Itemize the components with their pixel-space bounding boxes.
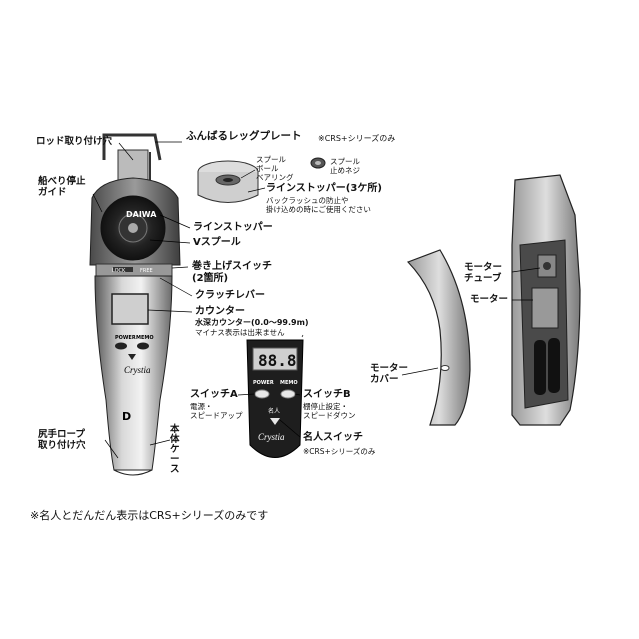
label-motor: モーター — [470, 294, 509, 305]
label-motor-tube: モーター チューブ — [464, 262, 503, 284]
label-line-stopper-3: ラインストッパー(3ケ所) — [266, 183, 382, 194]
svg-text:Crystia: Crystia — [124, 365, 151, 375]
motor-case — [406, 174, 581, 426]
footnote: ※名人とだんだん表示はCRS+シリーズのみです — [30, 509, 269, 522]
svg-text:D: D — [122, 410, 131, 423]
label-switch-b-desc: 棚停止設定・ スピードダウン — [303, 402, 356, 420]
svg-text:MEMO: MEMO — [136, 335, 154, 341]
label-meijin-switch: 名人スイッチ — [303, 432, 363, 443]
label-leg-plate: ふんばるレッグプレート — [186, 130, 302, 142]
svg-text:DAIWA: DAIWA — [126, 210, 157, 219]
svg-text:POWER: POWER — [253, 380, 274, 386]
label-meijin-switch-note: ※CRS+シリーズのみ — [303, 447, 376, 456]
label-spool-ball-bearing: スプール ボール ベアリング — [256, 155, 294, 182]
label-rod-mount-hole: ロッド取り付け穴 — [36, 136, 113, 147]
svg-text:88.8: 88.8 — [258, 351, 297, 370]
label-butt-rope-hole: 尻手ロープ 取り付け穴 — [38, 429, 86, 451]
label-line-stopper: ラインストッパー — [193, 222, 273, 233]
spool-detail — [197, 157, 326, 203]
label-v-spool: Vスプール — [193, 237, 241, 248]
label-clutch-lever: クラッチレバー — [195, 290, 265, 301]
control-panel: 88.8 POWER MEMO 名人 Crystia — [246, 339, 304, 458]
reel-lock-label: LOCK — [112, 268, 126, 274]
label-counter: カウンター — [195, 306, 245, 317]
svg-text:名人: 名人 — [268, 407, 280, 415]
reel-free-label: FREE — [140, 268, 153, 274]
reel-main: DAIWA POWER MEMO Crystia D — [89, 133, 181, 476]
label-line-stopper-3-note: バックラッシュの防止や 掛け込めの時にご使用ください — [266, 196, 371, 214]
label-gunwale-stop-guide: 船べり停止 ガイド — [38, 176, 86, 198]
svg-text:Crystia: Crystia — [258, 432, 285, 442]
label-depth-counter: 水深カウンター(0.0〜99.9m) — [195, 318, 309, 327]
label-motor-cover: モーター カバー — [370, 363, 409, 385]
label-switch-a: スイッチA — [190, 389, 238, 400]
svg-text:MEMO: MEMO — [280, 380, 298, 386]
label-switch-a-desc: 電源・ スピードアップ — [190, 402, 243, 420]
label-winding-switch: 巻き上げスイッチ (2箇所) — [192, 261, 272, 284]
svg-text:POWER: POWER — [115, 335, 136, 341]
label-leg-plate-note: ※CRS+シリーズのみ — [318, 134, 396, 143]
label-switch-b: スイッチB — [303, 389, 351, 400]
leader-lines — [92, 141, 541, 459]
label-spool-stop-screw: スプール 止めネジ — [330, 157, 360, 175]
label-depth-counter-note: マイナス表示は出来ません — [195, 328, 285, 337]
label-body-case: 本体ケース — [170, 424, 180, 475]
